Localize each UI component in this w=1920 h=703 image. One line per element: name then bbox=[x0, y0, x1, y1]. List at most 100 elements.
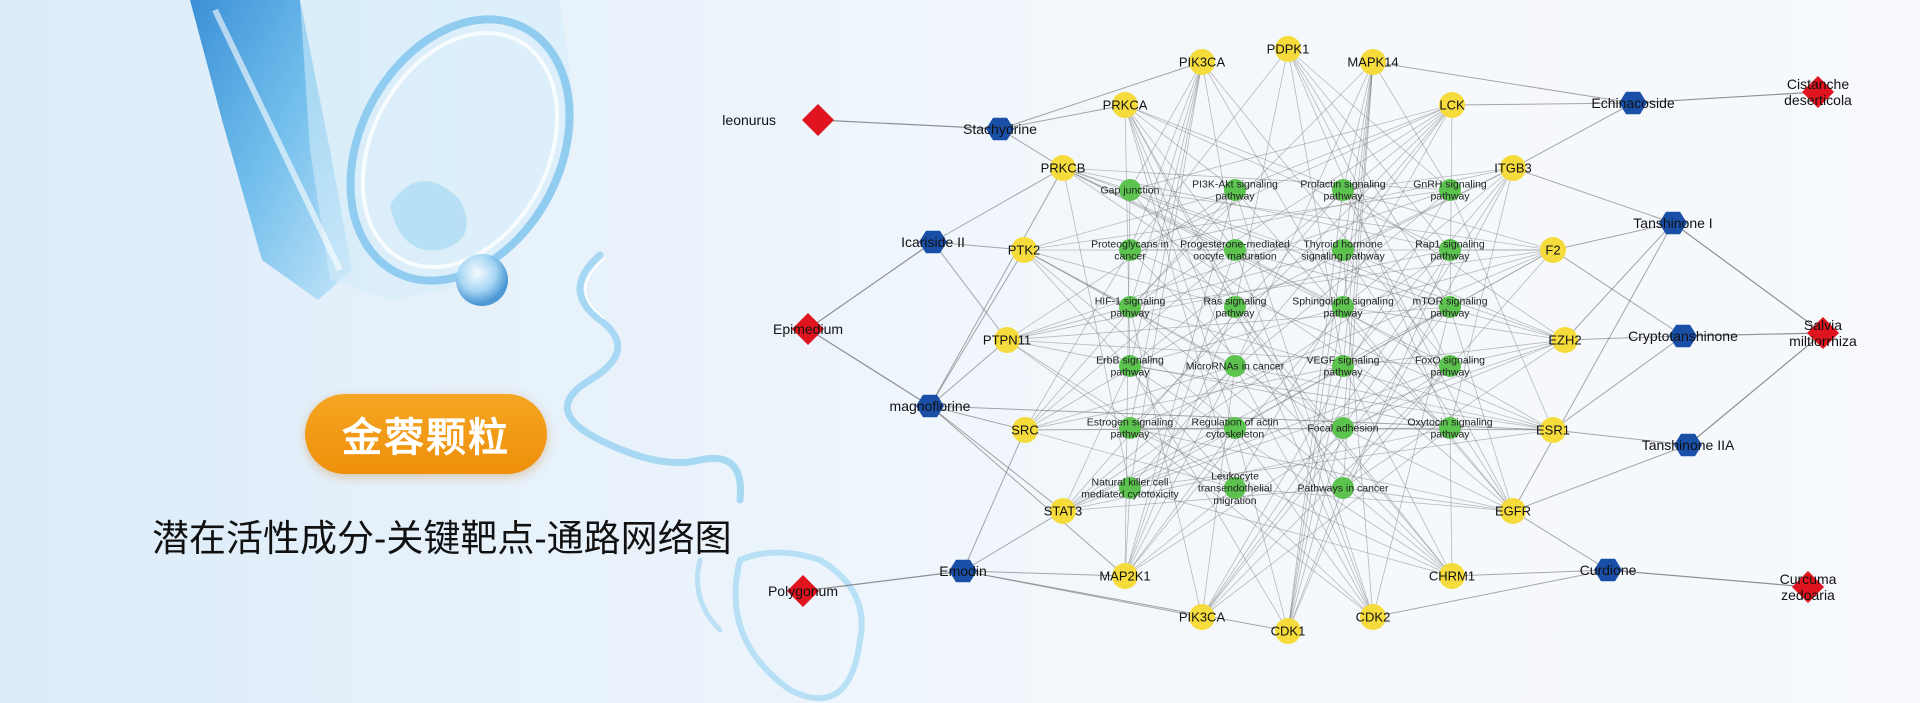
network-edge bbox=[1342, 427, 1514, 512]
network-edge bbox=[1062, 189, 1451, 512]
target-label: LCK bbox=[1439, 98, 1465, 113]
pathway-marker bbox=[1224, 477, 1246, 499]
page-subtitle: 潜在活性成分-关键靶点-通路网络图 bbox=[152, 518, 732, 559]
target-marker bbox=[1275, 36, 1301, 62]
target-label: PTK2 bbox=[1008, 243, 1041, 258]
network-edge bbox=[1234, 104, 1453, 191]
network-edge bbox=[1062, 167, 1451, 367]
network-edge bbox=[1124, 365, 1451, 577]
target-marker bbox=[1112, 563, 1138, 589]
target-label: PDPK1 bbox=[1267, 42, 1310, 57]
network-edge bbox=[1512, 444, 1689, 512]
target-node: MAP2K1 bbox=[1099, 563, 1151, 589]
network-edge bbox=[1287, 249, 1344, 632]
network-edge bbox=[1062, 167, 1344, 308]
network-edge bbox=[1124, 487, 1236, 577]
network-edge bbox=[1342, 365, 1453, 577]
herb-node: Polygonum bbox=[768, 575, 838, 607]
target-node: PTK2 bbox=[1008, 237, 1041, 263]
target-marker bbox=[1012, 417, 1038, 443]
network-edge bbox=[1287, 487, 1344, 632]
network-edge bbox=[1124, 306, 1236, 577]
network-edge bbox=[1201, 61, 1344, 308]
pathway-marker bbox=[1332, 417, 1354, 439]
target-label: PRKCB bbox=[1041, 161, 1086, 176]
network-edge bbox=[1124, 104, 1131, 367]
network-edge bbox=[1129, 429, 1554, 489]
network-edge bbox=[1342, 189, 1566, 341]
pathway-marker bbox=[1119, 417, 1141, 439]
network-edge bbox=[1287, 48, 1451, 191]
pathway-marker bbox=[1119, 355, 1141, 377]
pathway-marker bbox=[1224, 239, 1246, 261]
network-edge bbox=[1234, 249, 1374, 618]
target-marker bbox=[1360, 604, 1386, 630]
network-edge bbox=[1023, 249, 1344, 429]
network-edge bbox=[1006, 249, 1451, 341]
network-edge bbox=[1512, 510, 1609, 571]
network-edge bbox=[1129, 61, 1203, 429]
target-marker bbox=[1439, 563, 1465, 589]
pathway-node: MicroRNAs in cancer bbox=[1186, 355, 1285, 377]
network-edge bbox=[1342, 61, 1374, 191]
network-edge bbox=[1287, 48, 1451, 308]
network-edge bbox=[1124, 104, 1344, 191]
network-edge bbox=[1023, 249, 1236, 308]
network-edge bbox=[1342, 167, 1514, 251]
network-edge bbox=[1129, 249, 1554, 431]
network-edge bbox=[1372, 569, 1609, 618]
herb-node: Epimedium bbox=[773, 313, 843, 345]
network-edge bbox=[1607, 569, 1809, 588]
network-edge bbox=[1062, 487, 1344, 512]
network-edge bbox=[1342, 167, 1514, 191]
network-edge bbox=[1124, 104, 1236, 308]
compound-marker bbox=[1659, 211, 1687, 235]
network-edge bbox=[1024, 249, 1131, 431]
herb-marker bbox=[787, 575, 819, 607]
network-edge bbox=[1129, 189, 1453, 577]
network-edge bbox=[1062, 365, 1131, 512]
target-marker bbox=[994, 327, 1020, 353]
network-edge bbox=[1512, 167, 1674, 224]
edges-layer bbox=[802, 48, 1824, 632]
network-edge bbox=[1201, 365, 1236, 618]
pathway-marker bbox=[1224, 179, 1246, 201]
network-edge bbox=[1129, 365, 1554, 431]
target-label: SRC bbox=[1011, 423, 1038, 438]
network-edge bbox=[1342, 167, 1514, 308]
compound-label: Tanshinone I bbox=[1633, 215, 1712, 231]
beaker-illustration bbox=[190, 0, 575, 300]
network-edge bbox=[1287, 48, 1451, 429]
compound-marker bbox=[1669, 324, 1697, 348]
network-edge bbox=[1129, 104, 1453, 308]
compound-node: Cryptotanshinone bbox=[1628, 324, 1738, 348]
network-edge bbox=[1129, 104, 1453, 429]
network-edge bbox=[1129, 104, 1453, 489]
compound-marker bbox=[1619, 91, 1647, 115]
network-edge bbox=[999, 104, 1126, 130]
herb-marker bbox=[802, 104, 834, 136]
network-edge bbox=[1023, 249, 1131, 308]
network-edge bbox=[1342, 167, 1514, 429]
network-edge bbox=[1062, 249, 1451, 512]
network-edge bbox=[1234, 487, 1374, 618]
target-node: ITGB3 bbox=[1494, 155, 1532, 181]
network-edge bbox=[1552, 222, 1674, 251]
network-edge bbox=[1342, 167, 1514, 367]
compound-label: magnoflorine bbox=[890, 398, 971, 414]
pathway-marker bbox=[1439, 239, 1461, 261]
